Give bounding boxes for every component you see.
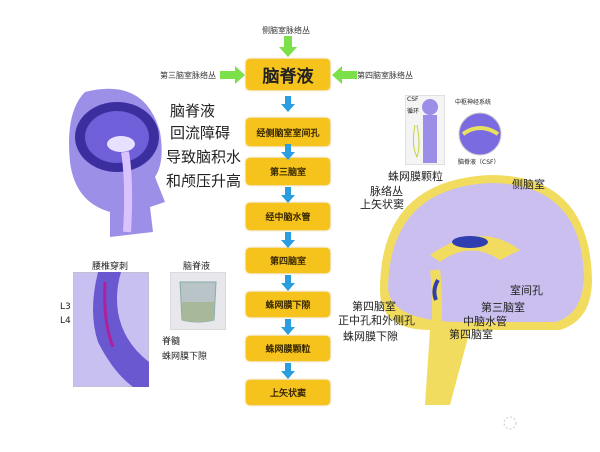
cns-label: 中枢神经系统 [455,99,492,106]
blue-arrow-down-icon [281,187,295,203]
head-text-line: 导致脑积水 [166,148,242,166]
flow-step: 蛛网膜颗粒 [246,336,330,361]
green-arrow-down-icon [279,36,297,57]
flow-step: 经侧脑室室间孔 [246,118,330,146]
blue-arrow-down-icon [281,363,295,379]
green-arrow-left-icon [332,66,357,84]
flow-step: 第三脑室 [246,158,330,185]
watermark-icon [503,416,517,430]
subarachnoid-label: 蛛网膜下隙 [162,352,208,362]
level-label: L4 [60,316,71,326]
label-fourth-ventricle: 第四脑室 [449,328,493,341]
beaker-illustration [170,272,226,330]
label-fourth-apertures: 正中孔和外侧孔 [338,314,415,327]
flow-step: 第四脑室 [246,248,330,273]
flow-step: 经中脑水管 [246,203,330,230]
blue-arrow-down-icon [281,144,295,160]
head-text-line: 回流障碍 [170,124,231,142]
blue-arrow-down-icon [281,232,295,248]
label-subarachnoid-space: 蛛网膜下隙 [343,330,398,343]
head-text-line: 脑脊液 [170,102,216,120]
label-aqueduct: 中脑水管 [463,315,507,328]
label-sinus: 上矢状窦 [360,198,404,211]
source-fourth-plexus: 第四脑室脉络丛 [357,71,413,80]
label-plexus: 脉络丛 [370,185,403,198]
label-granulation: 蛛网膜颗粒 [388,170,443,183]
label-third-ventricle: 第三脑室 [481,301,525,314]
csf-label: CSF [407,96,419,103]
label-fourth-apertures: 第四脑室 [352,300,396,313]
lumbar-title: 腰椎穿刺 [92,262,129,272]
brain-sagittal-illustration [380,175,592,405]
green-arrow-right-icon [220,66,245,84]
csf-caption: 脑脊液（CSF） [458,159,500,166]
label-foramen: 室间孔 [510,284,543,297]
csf-main-box: 脑脊液 [246,59,330,90]
source-lateral-plexus: 侧脑室脉络丛 [262,26,310,35]
head-brain-illustration [69,88,165,238]
head-text-line: 和颅压升高 [166,172,242,190]
blue-arrow-down-icon [281,319,295,335]
beaker-title: 脑脊液 [183,262,211,272]
flow-step: 蛛网膜下隙 [246,292,330,317]
flow-step: 上矢状窦 [246,380,330,405]
blue-arrow-down-icon [281,275,295,291]
source-third-plexus: 第三脑室脉络丛 [160,71,216,80]
spinal-cord-label: 脊髓 [162,337,181,347]
cycle-label: 循环 [407,108,420,115]
brain-closeup-inset [458,112,502,156]
csf-body-inset [405,95,445,165]
level-label: L3 [60,302,71,312]
label-lateral-ventricle: 侧脑室 [512,178,545,191]
lumbar-spine-illustration [73,272,149,387]
blue-arrow-down-icon [281,96,295,112]
